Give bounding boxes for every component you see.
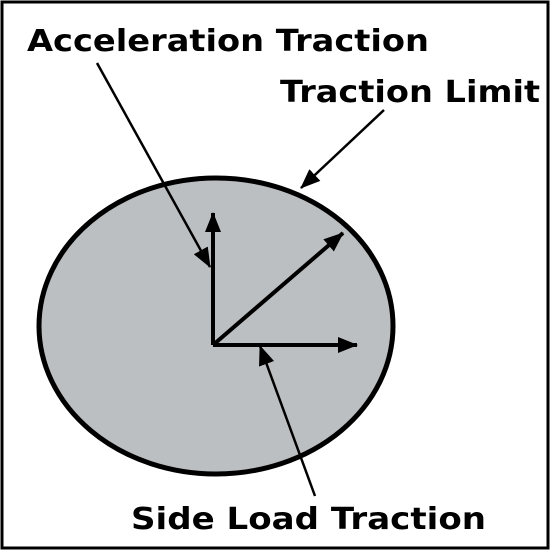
traction-limit-label: Traction Limit: [280, 75, 540, 110]
side-load-traction-label: Side Load Traction: [131, 502, 486, 537]
side-load-traction-leader-arrow: [258, 345, 317, 497]
acceleration-traction-label: Acceleration Traction: [27, 24, 429, 59]
traction-limit-leader-arrow: [300, 109, 385, 189]
traction-limit-ellipse: [36, 175, 396, 477]
combined-vector-arrow: [211, 231, 345, 347]
acceleration-traction-leader-arrow: [95, 62, 212, 268]
